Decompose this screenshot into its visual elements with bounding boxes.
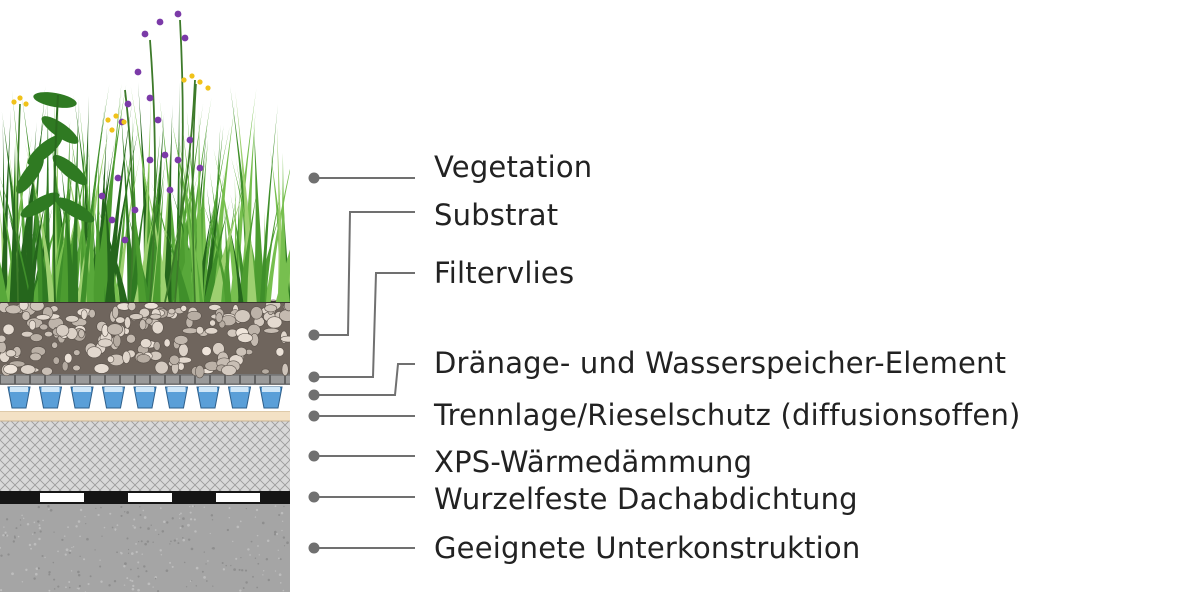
leader-draenage	[314, 363, 415, 396]
filter-cells	[0, 374, 290, 385]
dot-unterkonstruktion	[308, 542, 320, 554]
waterproofing-dashes	[40, 493, 260, 502]
concrete-texture	[0, 504, 289, 592]
label-unterkonstruktion: Geeignete Unterkonstruktion	[434, 531, 861, 565]
drainage-cups	[7, 386, 283, 409]
dot-abdichtung	[308, 491, 320, 503]
dot-filtervlies	[308, 371, 320, 383]
label-filtervlies: Filtervlies	[434, 256, 575, 290]
substrate-stones	[0, 299, 290, 379]
dot-substrat	[308, 329, 320, 341]
trennlage-layer	[0, 411, 290, 421]
label-trennlage: Trennlage/Rieselschutz (diffusionsoffen)	[434, 398, 1021, 432]
label-xps: XPS-Wärmedämmung	[434, 445, 753, 479]
dot-trennlage	[308, 410, 320, 422]
leader-lines	[314, 177, 415, 549]
label-draenage: Dränage- und Wasserspeicher-Element	[434, 346, 1007, 380]
label-substrat: Substrat	[434, 198, 559, 232]
leader-substrat	[314, 211, 415, 336]
dot-draenage	[308, 389, 320, 401]
vegetation-layer	[0, 10, 290, 303]
dot-xps	[308, 450, 320, 462]
label-vegetation: Vegetation	[434, 150, 593, 184]
leader-dots	[308, 172, 320, 554]
label-abdichtung: Wurzelfeste Dachabdichtung	[434, 482, 858, 516]
xps-layer	[0, 421, 290, 491]
dot-vegetation	[308, 172, 320, 184]
leader-filtervlies	[314, 272, 415, 378]
